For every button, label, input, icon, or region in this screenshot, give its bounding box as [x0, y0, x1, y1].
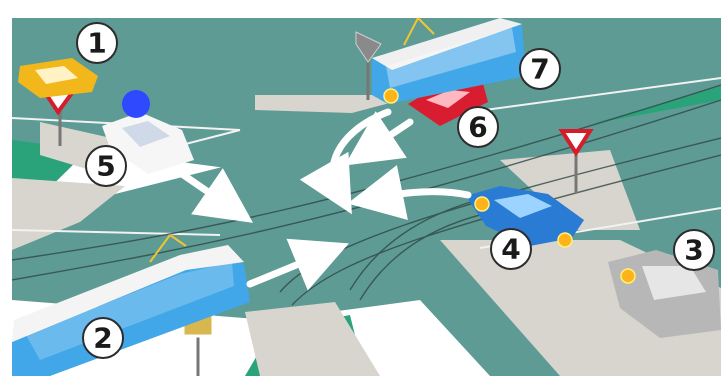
badge-4: 4: [491, 229, 531, 269]
police-beacon-icon: [122, 90, 150, 118]
badge-6-text: 6: [468, 111, 487, 144]
badge-3-text: 3: [684, 234, 703, 267]
badge-5-text: 5: [96, 150, 115, 183]
badge-6: 6: [458, 107, 498, 147]
badge-5: 5: [86, 146, 126, 186]
badge-2: 2: [83, 318, 123, 358]
badge-2-text: 2: [93, 322, 112, 355]
badge-4-text: 4: [501, 233, 520, 266]
badge-1: 1: [77, 23, 117, 63]
badge-7-text: 7: [530, 53, 549, 86]
badge-7: 7: [520, 49, 560, 89]
badge-3: 3: [674, 230, 714, 270]
badge-1-text: 1: [87, 27, 106, 60]
